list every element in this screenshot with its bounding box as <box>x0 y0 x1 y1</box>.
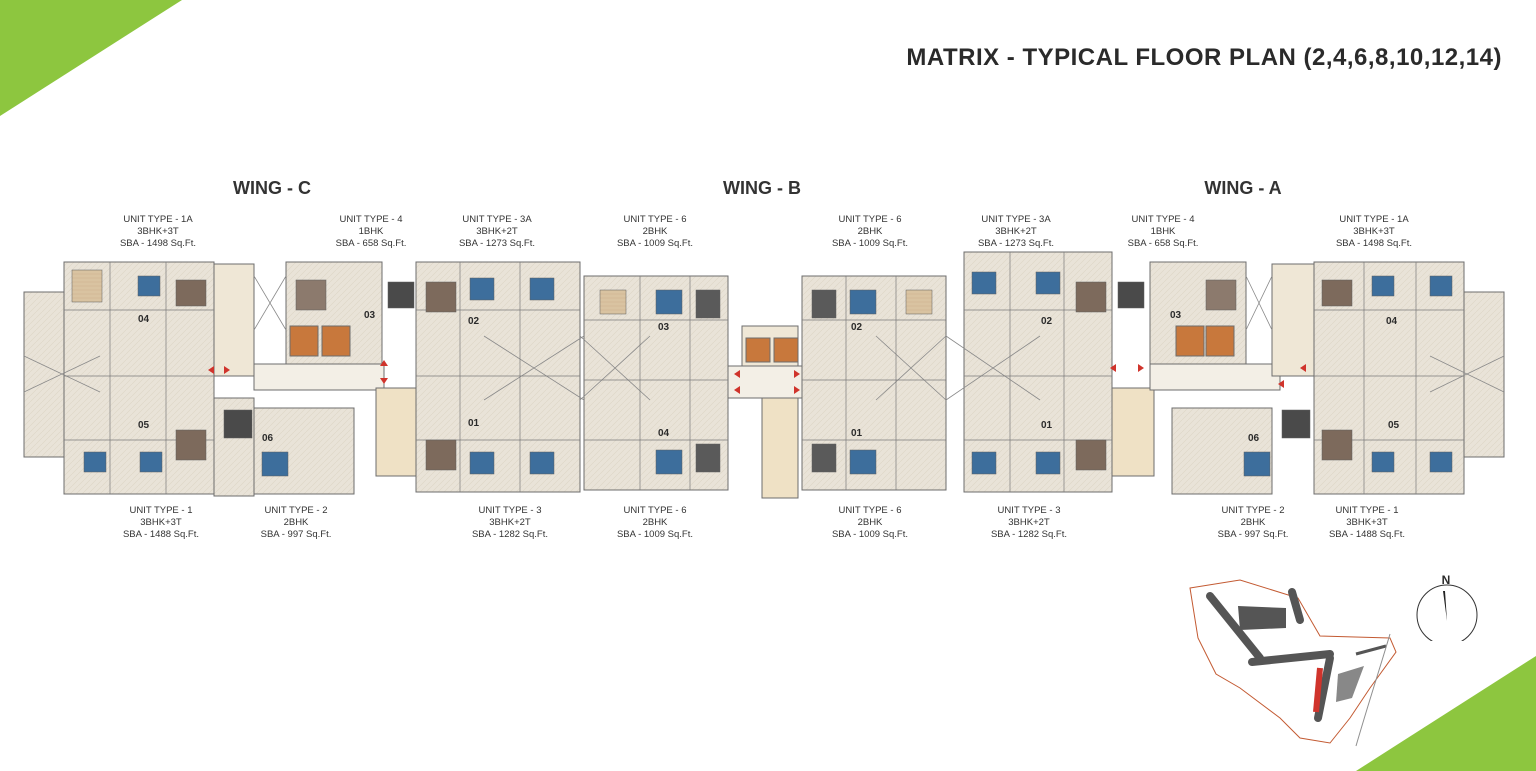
wing-a-title: WING - A <box>1204 178 1282 198</box>
unit-type: UNIT TYPE - 2 <box>264 505 328 516</box>
unit-type: UNIT TYPE - 1 <box>1335 505 1399 516</box>
unit-number: 04 <box>1386 316 1398 327</box>
unit-type: UNIT TYPE - 4 <box>339 214 403 225</box>
unit-number: 01 <box>1041 420 1053 431</box>
unit-config: 3BHK+2T <box>476 226 518 237</box>
wing-b-plan <box>583 275 947 499</box>
unit-type: UNIT TYPE - 3A <box>462 214 532 225</box>
unit-config: 3BHK+3T <box>1353 226 1395 237</box>
unit-config: 3BHK+3T <box>1346 517 1388 528</box>
unit-sba: SBA - 1009 Sq.Ft. <box>616 529 694 540</box>
unit-number: 03 <box>658 322 670 333</box>
unit-config: 3BHK+2T <box>995 226 1037 237</box>
unit-sba: SBA - 658 Sq.Ft. <box>1127 238 1199 249</box>
unit-number: 03 <box>364 310 376 321</box>
entry-markers <box>208 360 1306 394</box>
unit-config: 1BHK <box>1150 226 1176 237</box>
unit-sba: SBA - 997 Sq.Ft. <box>260 529 332 540</box>
unit-sba: SBA - 1009 Sq.Ft. <box>831 529 909 540</box>
unit-number: 02 <box>1041 316 1053 327</box>
unit-number: 03 <box>1170 310 1182 321</box>
unit-sba: SBA - 1009 Sq.Ft. <box>831 238 909 249</box>
unit-number: 05 <box>1388 420 1400 431</box>
unit-number: 05 <box>138 420 150 431</box>
wing-c-title: WING - C <box>233 178 311 198</box>
unit-type: UNIT TYPE - 3A <box>981 214 1051 225</box>
unit-sba: SBA - 1282 Sq.Ft. <box>990 529 1068 540</box>
unit-number: 06 <box>262 433 274 444</box>
unit-sba: SBA - 1498 Sq.Ft. <box>1335 238 1413 249</box>
unit-config: 2BHK <box>283 517 309 528</box>
top-left-accent-triangle <box>0 0 182 116</box>
unit-type: UNIT TYPE - 6 <box>623 505 687 516</box>
unit-config: 3BHK+2T <box>1008 517 1050 528</box>
unit-type: UNIT TYPE - 4 <box>1131 214 1195 225</box>
page-title: MATRIX - TYPICAL FLOOR PLAN (2,4,6,8,10,… <box>906 44 1502 71</box>
unit-number: 06 <box>1248 433 1260 444</box>
unit-number: 04 <box>658 428 670 439</box>
unit-sba: SBA - 1282 Sq.Ft. <box>471 529 549 540</box>
site-key-plan <box>1189 579 1397 747</box>
unit-sba: SBA - 1273 Sq.Ft. <box>458 238 536 249</box>
unit-sba: SBA - 1273 Sq.Ft. <box>977 238 1055 249</box>
unit-number: 04 <box>138 314 150 325</box>
unit-config: 2BHK <box>857 226 883 237</box>
unit-number: 02 <box>468 316 480 327</box>
unit-number: 02 <box>851 322 863 333</box>
room-partitions <box>64 252 1464 494</box>
unit-sba: SBA - 1009 Sq.Ft. <box>616 238 694 249</box>
unit-type: UNIT TYPE - 6 <box>623 214 687 225</box>
unit-config: 3BHK+2T <box>489 517 531 528</box>
north-compass: N <box>1414 573 1478 641</box>
unit-config: 3BHK+3T <box>137 226 179 237</box>
bottom-right-accent-triangle <box>1356 656 1536 771</box>
unit-type: UNIT TYPE - 1A <box>1339 214 1409 225</box>
unit-config: 2BHK <box>642 226 668 237</box>
unit-config: 2BHK <box>857 517 883 528</box>
unit-sba: SBA - 1498 Sq.Ft. <box>119 238 197 249</box>
unit-config: 2BHK <box>642 517 668 528</box>
unit-config: 3BHK+3T <box>140 517 182 528</box>
unit-sba: SBA - 997 Sq.Ft. <box>1217 529 1289 540</box>
unit-config: 2BHK <box>1240 517 1266 528</box>
unit-type: UNIT TYPE - 6 <box>838 505 902 516</box>
unit-type: UNIT TYPE - 1 <box>129 505 193 516</box>
unit-type: UNIT TYPE - 3 <box>478 505 542 516</box>
unit-number: 01 <box>851 428 863 439</box>
ventilation-cutouts <box>23 275 1505 401</box>
unit-type: UNIT TYPE - 3 <box>997 505 1061 516</box>
unit-type: UNIT TYPE - 2 <box>1221 505 1285 516</box>
furniture <box>71 269 1453 477</box>
compass-icon <box>1416 584 1478 641</box>
unit-type: UNIT TYPE - 1A <box>123 214 193 225</box>
wing-b-title: WING - B <box>723 178 801 198</box>
unit-type: UNIT TYPE - 6 <box>838 214 902 225</box>
unit-sba: SBA - 1488 Sq.Ft. <box>1328 529 1406 540</box>
unit-sba: SBA - 1488 Sq.Ft. <box>122 529 200 540</box>
unit-sba: SBA - 658 Sq.Ft. <box>335 238 407 249</box>
unit-config: 1BHK <box>358 226 384 237</box>
unit-number: 01 <box>468 418 480 429</box>
north-label: N <box>1441 573 1451 587</box>
